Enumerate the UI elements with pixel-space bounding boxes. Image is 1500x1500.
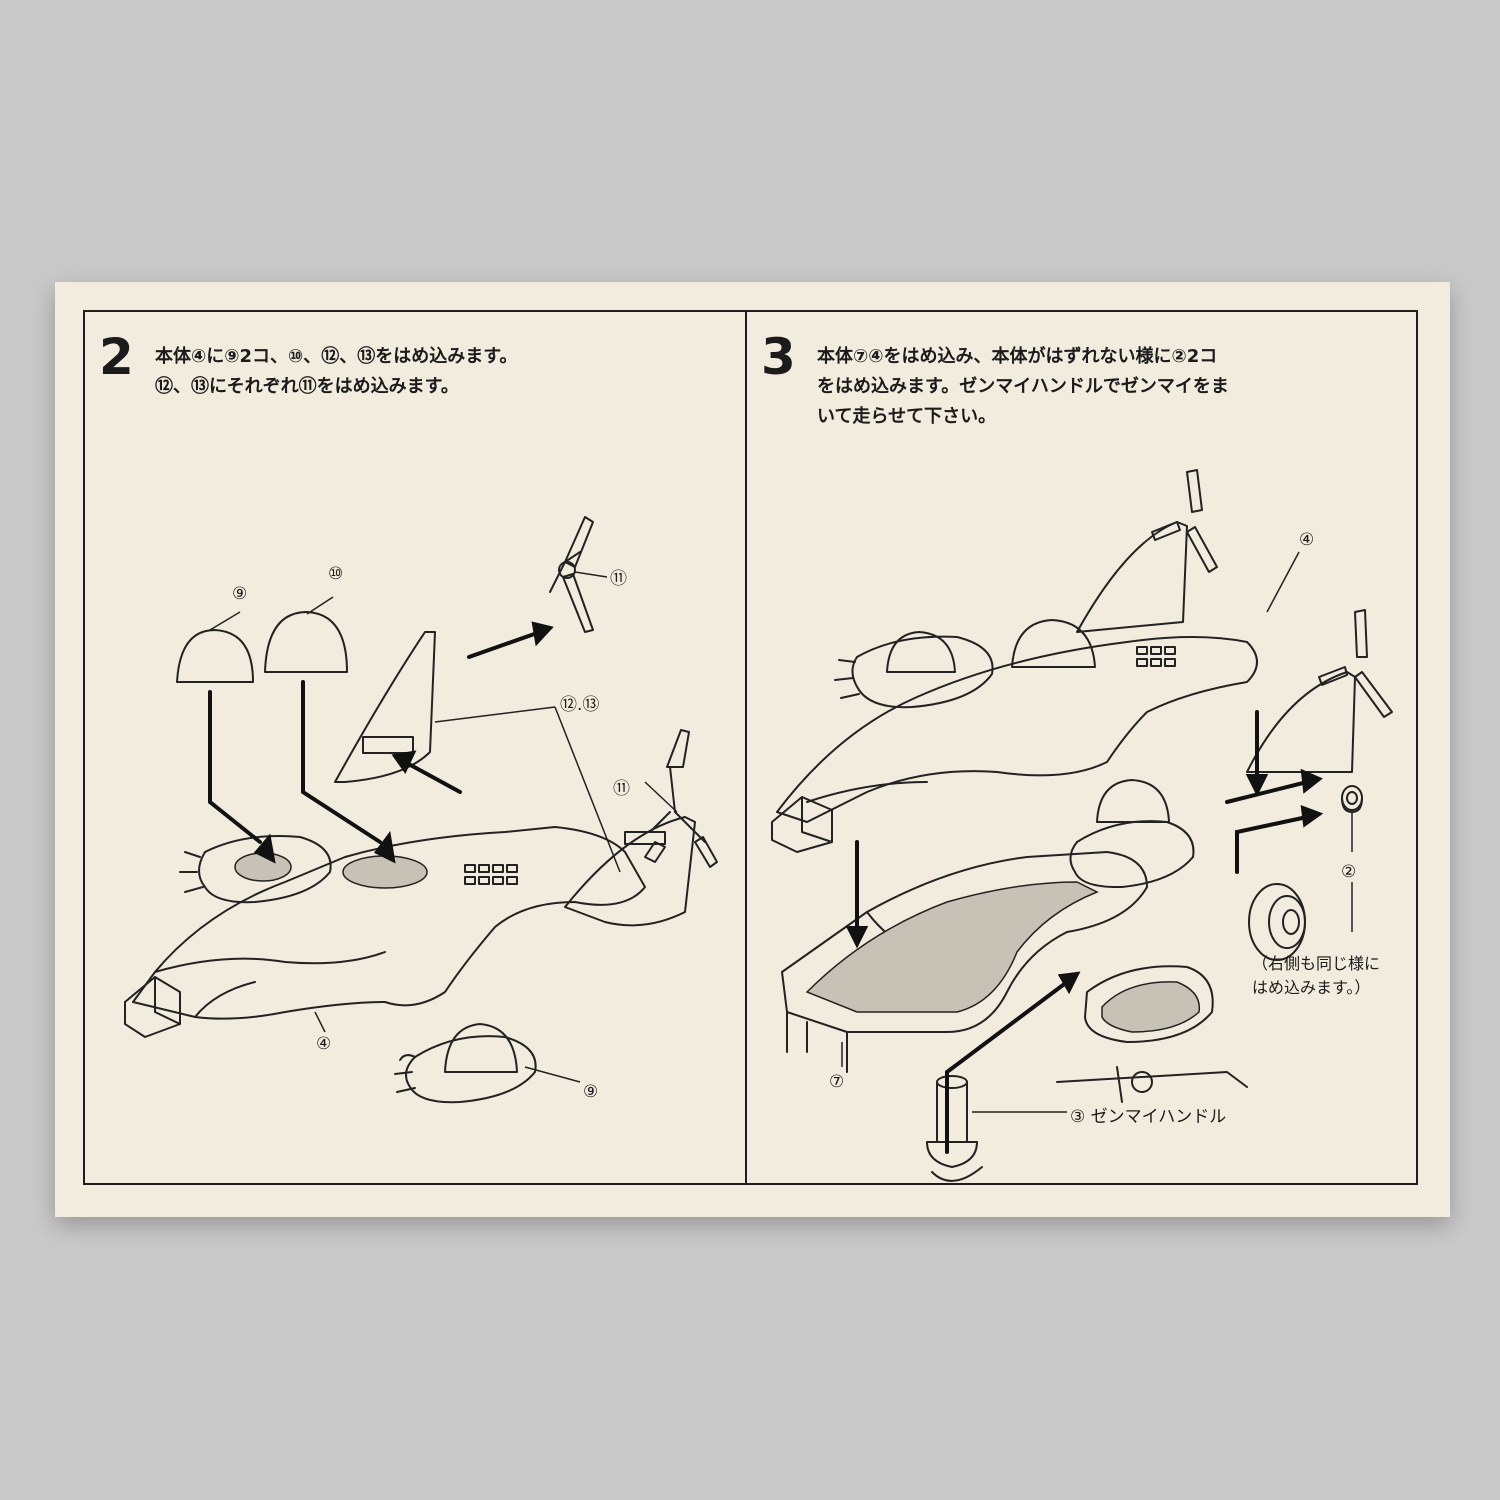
rear-cup <box>1084 965 1214 1043</box>
windup-handle-3 <box>926 1075 983 1182</box>
callout-part-7: ⑦ <box>829 1072 845 1092</box>
fin-upper <box>334 631 436 783</box>
callout-part-11-upper: ⑪ <box>610 569 627 589</box>
step-3-number: 3 <box>761 328 796 386</box>
callout-part-4: ④ <box>316 1034 332 1054</box>
step-3-panel: 3 本体⑦④をはめ込み、本体がはずれない様に②2コ をはめ込みます。ゼンマイハン… <box>747 312 1418 1183</box>
cup-interior <box>1101 981 1201 1033</box>
panel-divider <box>745 312 747 1183</box>
propeller-upper <box>549 516 594 633</box>
dome-lower <box>444 1023 518 1073</box>
right-side-note-line-1: （右側も同じ様に <box>1252 954 1381 973</box>
step-3-line-1: 本体⑦④をはめ込み、本体がはずれない様に②2コ <box>817 346 1218 367</box>
rear-fin-upper <box>1076 521 1188 633</box>
step-2-number: 2 <box>99 328 134 386</box>
rear-fin-right <box>1246 671 1356 773</box>
callout-part-3-windup-handle: ③ ゼンマイハンドル <box>1070 1107 1227 1127</box>
propeller-upper-3 <box>1151 469 1218 573</box>
step-2-diagram <box>124 516 718 1104</box>
claw-top <box>851 635 994 709</box>
step-2-instructions: 本体④に⑨2コ、⑩、⑫、⑬をはめ込みます。 ⑫、⑬にそれぞれ⑪をはめ込みます。 <box>155 342 517 402</box>
propeller-right <box>1318 609 1393 718</box>
socket-10 <box>342 855 428 889</box>
dome-top <box>886 631 956 673</box>
callout-part-9-top: ⑨ <box>232 584 248 604</box>
step-2-line-2: ⑫、⑬にそれぞれ⑪をはめ込みます。 <box>155 376 459 397</box>
instruction-sheet: 2 本体④に⑨2コ、⑩、⑫、⑬をはめ込みます。 ⑫、⑬にそれぞれ⑪をはめ込みます… <box>55 282 1450 1217</box>
step-2-panel: 2 本体④に⑨2コ、⑩、⑫、⑬をはめ込みます。 ⑫、⑬にそれぞれ⑪をはめ込みます… <box>85 312 745 1183</box>
dome-10-top <box>264 611 348 673</box>
upper-body-4 <box>776 636 1258 823</box>
chassis-interior <box>805 881 1099 1013</box>
dome-center <box>1011 619 1096 668</box>
dome-lower-3 <box>1096 779 1170 823</box>
step-3-instructions: 本体⑦④をはめ込み、本体がはずれない様に②2コ をはめ込みます。ゼンマイハンドル… <box>817 342 1229 432</box>
callout-part-9-lower: ⑨ <box>583 1082 599 1102</box>
step-3-diagram <box>771 469 1393 1182</box>
upper-vents <box>1136 646 1176 667</box>
step-3-line-2: をはめ込みます。ゼンマイハンドルでゼンマイをま <box>817 376 1229 397</box>
claw-left-top <box>198 835 332 904</box>
callout-part-4-step3: ④ <box>1299 530 1315 550</box>
body-part-4 <box>132 826 646 1020</box>
right-side-note-line-2: はめ込みます。） <box>1252 978 1371 997</box>
claw-lower <box>405 1035 537 1104</box>
callout-part-11-lower: ⑪ <box>613 779 630 799</box>
dome-9-top <box>176 629 254 683</box>
right-side-note: （右側も同じ様に はめ込みます。） <box>1252 952 1380 1000</box>
step-2-line-1: 本体④に⑨2コ、⑩、⑫、⑬をはめ込みます。 <box>155 346 518 367</box>
callout-part-12-13: ⑫.⑬ <box>560 695 600 715</box>
chassis-7 <box>781 851 1148 1033</box>
callout-part-2: ② <box>1341 862 1357 882</box>
rear-wheel <box>1248 883 1306 961</box>
callout-part-10: ⑩ <box>328 564 344 584</box>
step-3-line-3: いて走らせて下さい。 <box>817 406 997 427</box>
cap-part-2 <box>1341 785 1363 813</box>
instruction-frame: 2 本体④に⑨2コ、⑩、⑫、⑬をはめ込みます。 ⑫、⑬にそれぞれ⑪をはめ込みます… <box>83 310 1418 1185</box>
propeller-lower <box>644 729 718 868</box>
body-vents <box>464 864 518 885</box>
fin-rear <box>564 816 696 927</box>
